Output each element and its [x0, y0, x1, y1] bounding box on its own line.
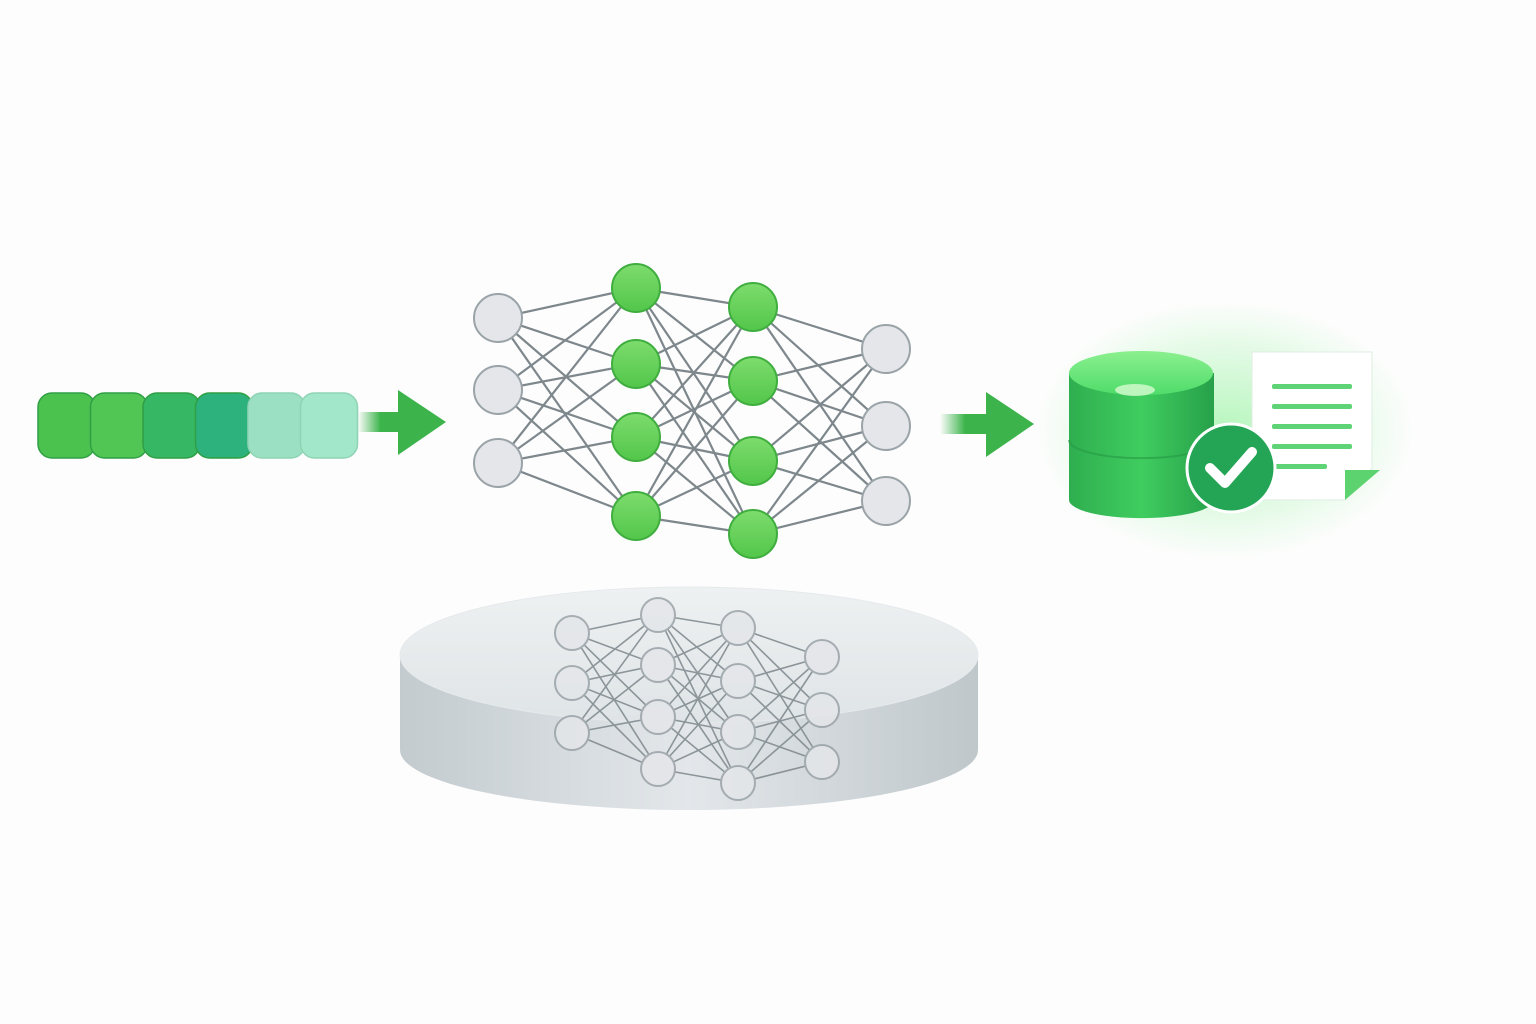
active-neuron — [611, 339, 661, 389]
neuron — [804, 639, 840, 675]
network-connection — [635, 380, 754, 517]
network-connection — [571, 614, 659, 684]
active-neuron — [611, 491, 661, 541]
active-neuron — [611, 263, 661, 313]
network-connection — [497, 317, 637, 517]
network-connection — [635, 306, 754, 438]
network-connection — [497, 287, 637, 391]
input-token — [89, 392, 149, 459]
neuron — [720, 663, 756, 699]
neuron — [473, 438, 523, 488]
neuron — [861, 476, 911, 526]
neuron — [554, 615, 590, 651]
active-neuron — [728, 282, 778, 332]
active-neuron — [728, 436, 778, 486]
network-connection — [635, 287, 754, 462]
input-token — [247, 392, 306, 459]
network-connection — [737, 709, 823, 784]
neuron — [640, 751, 676, 787]
network-connection — [737, 656, 823, 784]
active-neuron — [611, 412, 661, 462]
network-connection — [752, 348, 887, 535]
network-connection — [571, 632, 659, 770]
network-connection — [571, 614, 659, 734]
neuron — [554, 715, 590, 751]
input-token — [142, 392, 201, 459]
input-token — [37, 392, 96, 459]
neuron — [473, 293, 523, 343]
network-connection — [635, 436, 754, 535]
neuron — [640, 597, 676, 633]
model-platform — [399, 586, 979, 810]
input-token-sequence — [37, 392, 359, 459]
neuron — [861, 324, 911, 374]
neuron — [720, 765, 756, 801]
active-neuron — [728, 509, 778, 559]
checkmark-icon — [1185, 422, 1277, 514]
document-icon — [1251, 351, 1380, 501]
input-token — [194, 392, 254, 459]
neural-network — [473, 263, 911, 559]
network-connection — [657, 627, 739, 770]
neuron — [640, 647, 676, 683]
network-connection — [497, 363, 637, 464]
neuron — [720, 610, 756, 646]
output-result — [1035, 300, 1415, 560]
arrow-right-icon — [940, 392, 1034, 457]
network-connection — [752, 348, 887, 462]
platform-network-reflection — [554, 597, 840, 801]
network-connection — [497, 389, 637, 517]
network-connection — [657, 627, 739, 718]
neuron — [720, 714, 756, 750]
network-connection — [737, 656, 823, 733]
network-connection — [752, 306, 887, 427]
neuron — [861, 401, 911, 451]
neuron — [473, 365, 523, 415]
network-connection — [635, 306, 754, 517]
network-connection — [752, 425, 887, 535]
neuron — [804, 692, 840, 728]
input-token — [299, 392, 359, 459]
arrow-right-icon — [358, 390, 446, 455]
database-icon — [1068, 351, 1215, 519]
network-connection — [571, 682, 659, 770]
neuron — [554, 665, 590, 701]
network-connection — [571, 664, 659, 734]
active-neuron — [728, 356, 778, 406]
neuron — [804, 744, 840, 780]
network-connection — [657, 680, 739, 770]
neuron — [640, 699, 676, 735]
network-connection — [497, 287, 637, 464]
